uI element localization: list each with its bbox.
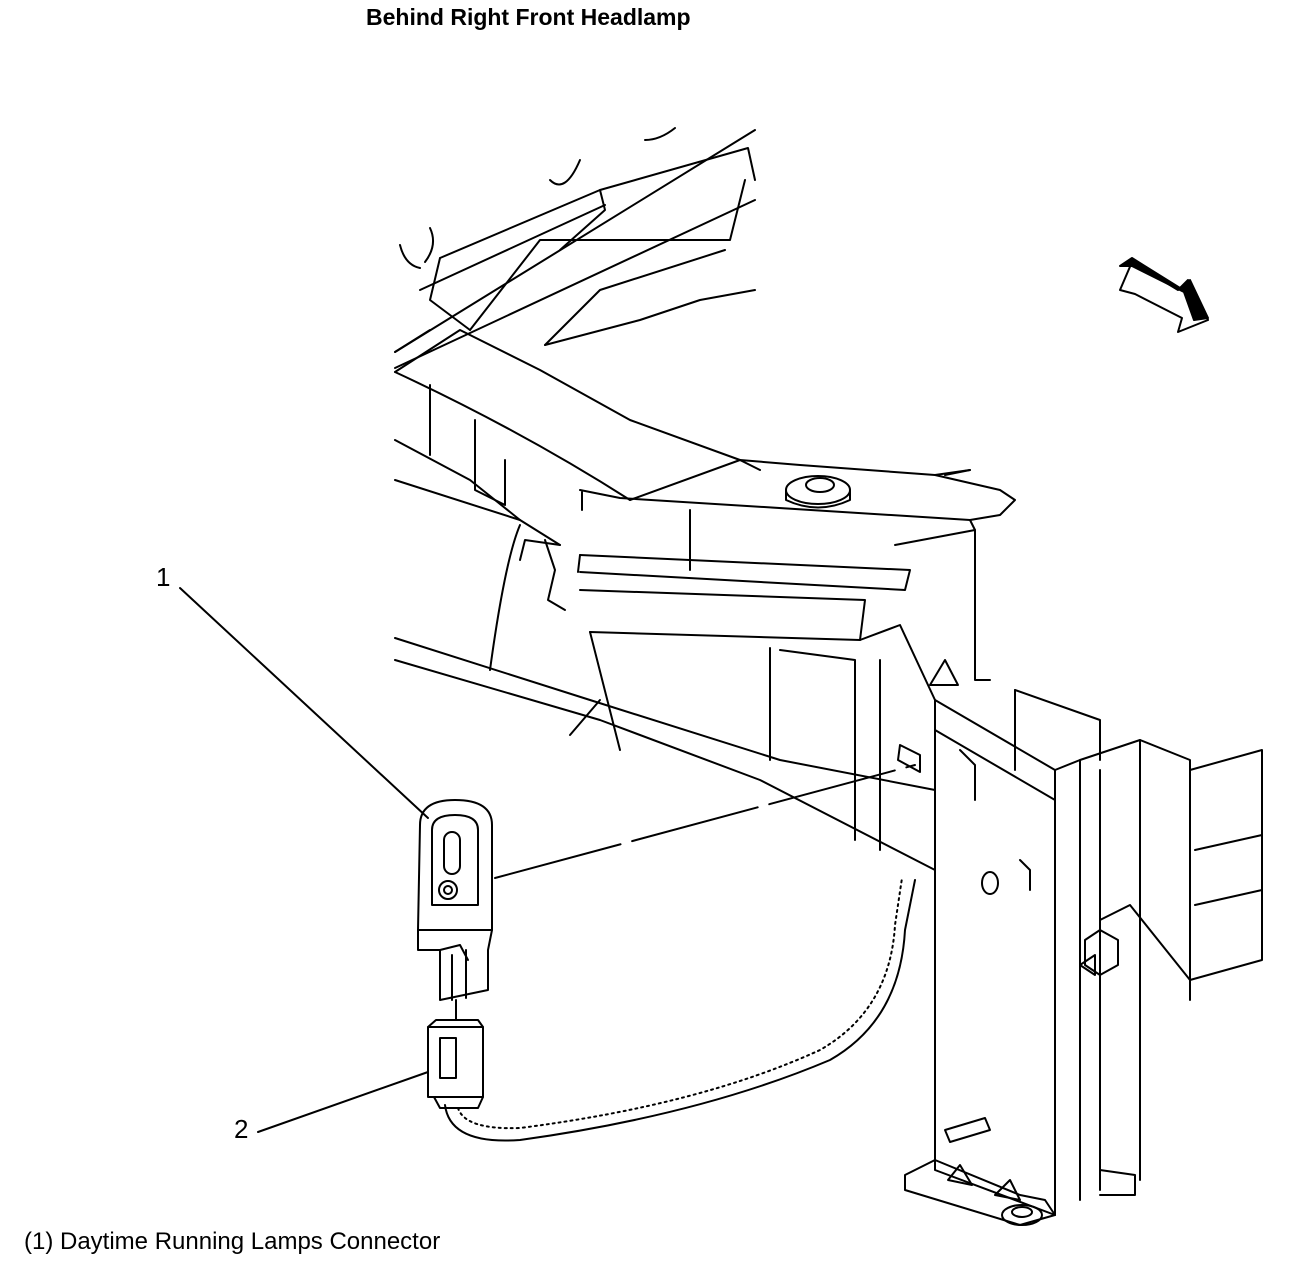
diagram-title: Behind Right Front Headlamp xyxy=(366,4,691,30)
alignment-line xyxy=(494,764,916,879)
upper-panel xyxy=(394,127,756,369)
leader-line-2 xyxy=(257,1071,429,1133)
legend-caption: (1) Daytime Running Lamps Connector xyxy=(24,1228,441,1255)
callout-number-1: 1 xyxy=(156,562,171,592)
mating-connector xyxy=(427,999,484,1109)
vertical-bracket xyxy=(904,689,1263,1226)
callout-number-2: 2 xyxy=(234,1114,249,1144)
leader-line-1 xyxy=(179,587,429,819)
cross-member xyxy=(394,329,1016,751)
drl-connector xyxy=(417,799,493,1001)
forward-arrow-icon xyxy=(1119,257,1209,333)
wiring-harness xyxy=(444,877,916,1142)
lower-rail xyxy=(394,624,1056,891)
